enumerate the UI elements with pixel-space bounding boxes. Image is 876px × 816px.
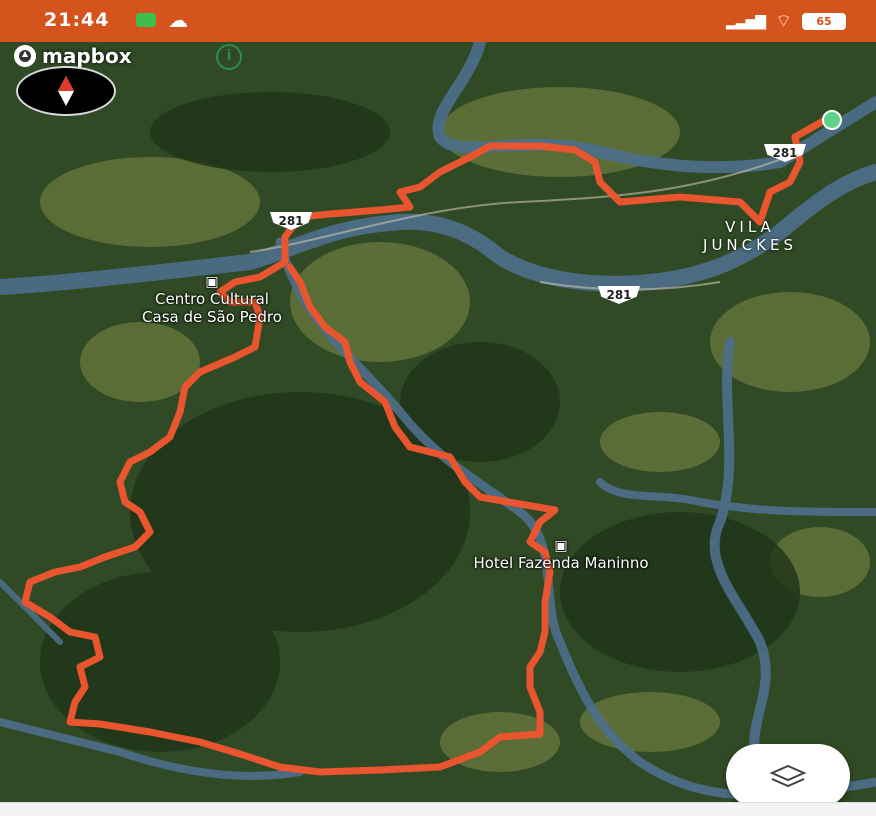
status-bar: 21:44 ☁ ▂▃▅▇ ⌔ 65 (0, 0, 876, 42)
battery-icon: 65 (802, 13, 846, 30)
wifi-icon: ⌔ (775, 11, 792, 32)
mapbox-wordmark: mapbox (42, 44, 132, 68)
poi-label-line: Casa de São Pedro (142, 308, 282, 326)
poi-label-line: Centro Cultural (155, 290, 269, 308)
dense-forest (40, 92, 800, 752)
satellite-map[interactable]: 281 281 281 VILA JUNCKES ▣ Centro Cultur… (0, 42, 876, 802)
layers-icon (769, 764, 807, 788)
road-shield: 281 (598, 286, 640, 304)
map-canvas (0, 42, 876, 802)
cloud-icon: ☁ (168, 8, 188, 32)
signal-icon: ▂▃▅▇ (726, 13, 766, 30)
town-label-line: VILA (725, 218, 775, 236)
town-label: VILA JUNCKES (690, 218, 810, 254)
road-shield: 281 (270, 212, 312, 230)
compass-button[interactable] (16, 66, 116, 116)
poi-label: ▣ Hotel Fazenda Maninno (426, 538, 696, 572)
mapbox-logo[interactable]: mapbox (14, 44, 132, 68)
info-icon[interactable]: i (216, 44, 242, 70)
poi-label: ▣ Centro Cultural Casa de São Pedro (106, 274, 318, 326)
road-shield: 281 (764, 144, 806, 162)
town-label-line: JUNCKES (703, 236, 797, 254)
bottom-sheet[interactable] (0, 802, 876, 816)
status-time: 21:44 (44, 9, 110, 31)
hiking-route (21, 116, 829, 776)
layers-button[interactable] (726, 744, 850, 808)
compass-icon (58, 76, 74, 106)
start-marker (822, 110, 842, 130)
mapbox-logo-icon (14, 45, 36, 67)
hotel-icon: ▣ (554, 538, 568, 554)
notification-icon (136, 13, 156, 27)
poi-icon: ▣ (205, 274, 219, 290)
poi-label-line: Hotel Fazenda Maninno (473, 554, 649, 572)
